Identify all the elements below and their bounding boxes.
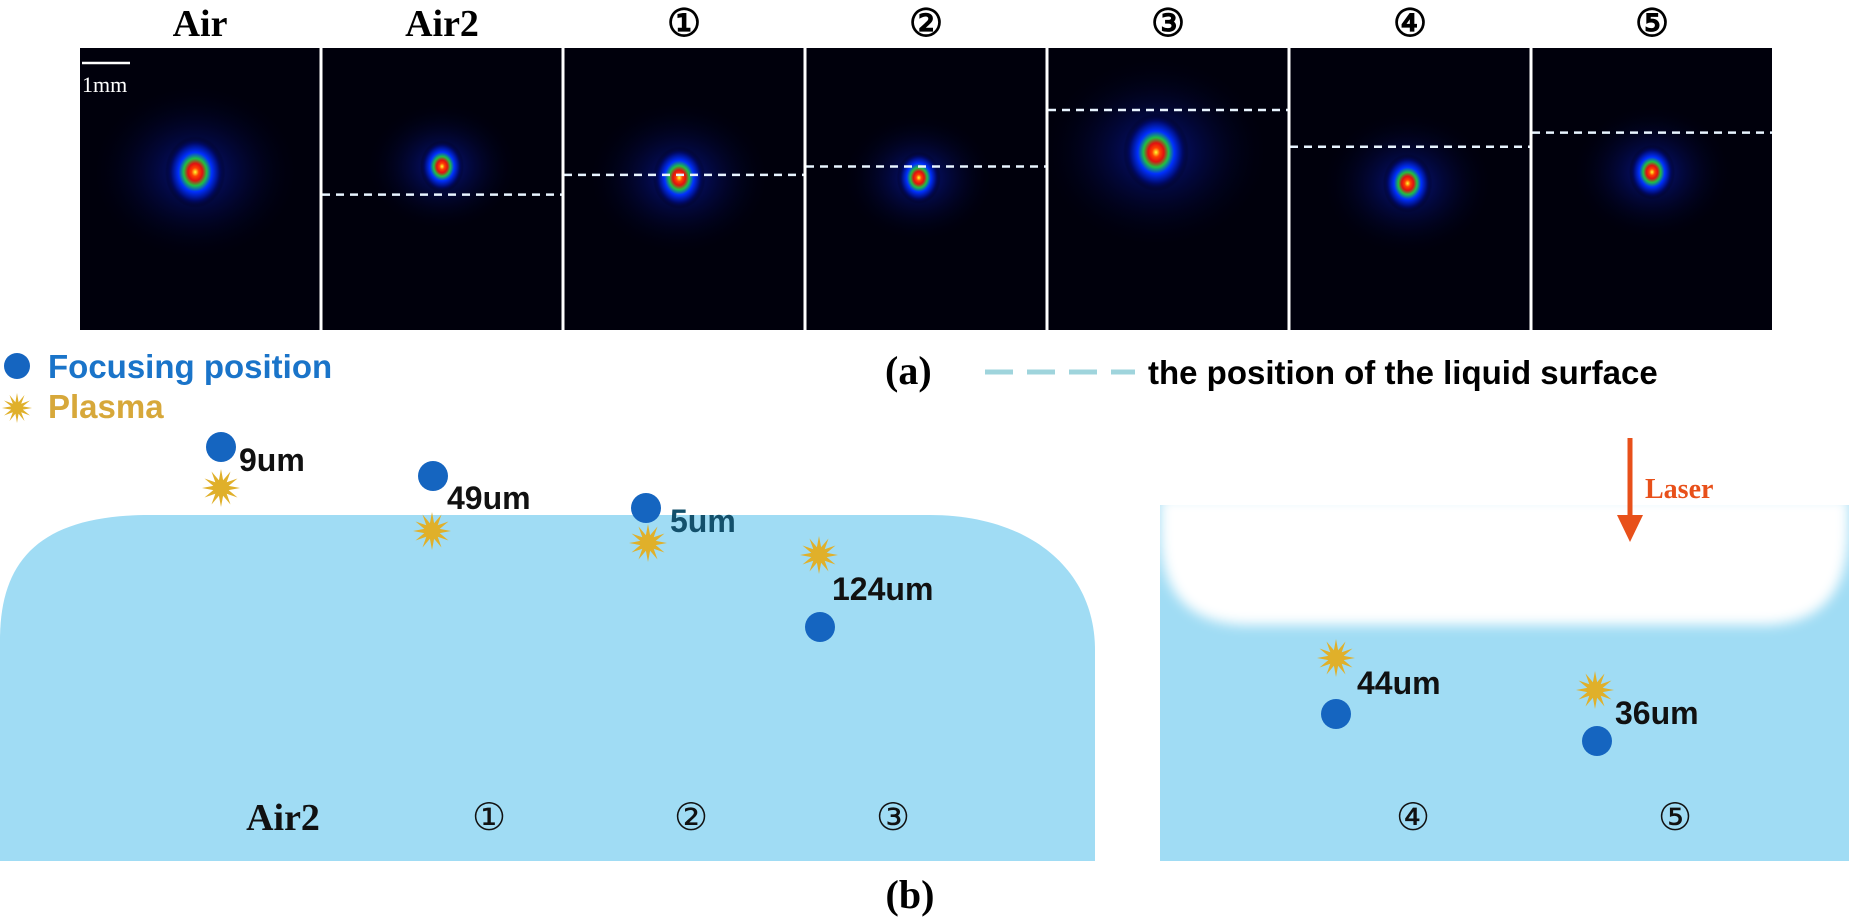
focusing-position-dot <box>1582 726 1612 756</box>
frame-title: ④ <box>1393 3 1427 45</box>
frame-6 <box>1290 48 1530 330</box>
frame-4 <box>806 48 1046 330</box>
offset-label: 36um <box>1615 695 1699 731</box>
legend-plasma: Plasma <box>48 388 164 425</box>
case-label: ⑤ <box>1658 797 1692 839</box>
plasma-marker <box>413 512 451 550</box>
focusing-position-dot <box>206 432 236 462</box>
liquid-drop-left <box>0 515 1095 861</box>
frame-title: ③ <box>1151 3 1185 45</box>
focusing-position-dot <box>1321 699 1351 729</box>
frame-7 <box>1532 48 1772 330</box>
offset-label: 5um <box>670 503 736 539</box>
plasma-marker <box>1317 639 1355 677</box>
legend-liquid-surface: the position of the liquid surface <box>1148 354 1658 391</box>
frame-1 <box>80 48 320 330</box>
offset-label: 124um <box>832 571 933 607</box>
legend-plasma-icon <box>2 393 32 423</box>
case-label: ② <box>674 797 708 839</box>
frame-title: Air2 <box>405 3 479 45</box>
frame-5 <box>1042 48 1288 330</box>
legend-focusing-dot <box>4 353 30 379</box>
frame-3 <box>564 48 804 330</box>
focusing-position-dot <box>805 612 835 642</box>
case-label: Air2 <box>246 797 320 839</box>
case-label: ③ <box>876 797 910 839</box>
panel-a-label: (a) <box>885 348 932 393</box>
plasma-marker <box>202 469 240 507</box>
plasma-marker <box>629 524 667 562</box>
case-label: ④ <box>1396 797 1430 839</box>
offset-label: 9um <box>239 442 305 478</box>
panel-a-frames <box>80 48 1772 330</box>
panel-b-case-labels: Air2 ① ② ③ ④ ⑤ <box>246 797 1692 839</box>
plasma-marker <box>800 536 838 574</box>
frame-title: ② <box>909 3 943 45</box>
legend-focusing-position: Focusing position <box>48 348 332 385</box>
frame-title: Air <box>173 3 228 45</box>
focusing-position-dot <box>418 461 448 491</box>
laser-label: Laser <box>1645 474 1713 505</box>
offset-label: 44um <box>1357 665 1441 701</box>
air-pocket <box>1160 498 1849 625</box>
offset-label: 49um <box>447 480 531 516</box>
plasma-marker <box>1576 671 1614 709</box>
panel-b-offset-labels: 9um 49um 5um 124um 44um 36um <box>239 442 1699 731</box>
panel-b-markers <box>202 432 1614 756</box>
panel-a-frame-titles: Air Air2 ① ② ③ ④ ⑤ <box>173 3 1669 45</box>
frame-title: ① <box>667 3 701 45</box>
laser-arrow-head <box>1617 515 1643 542</box>
frame-2 <box>322 48 562 330</box>
frame-title: ⑤ <box>1635 3 1669 45</box>
panel-b-label: (b) <box>886 872 935 917</box>
case-label: ① <box>472 797 506 839</box>
scale-bar-label: 1mm <box>82 72 127 97</box>
focusing-position-dot <box>631 493 661 523</box>
